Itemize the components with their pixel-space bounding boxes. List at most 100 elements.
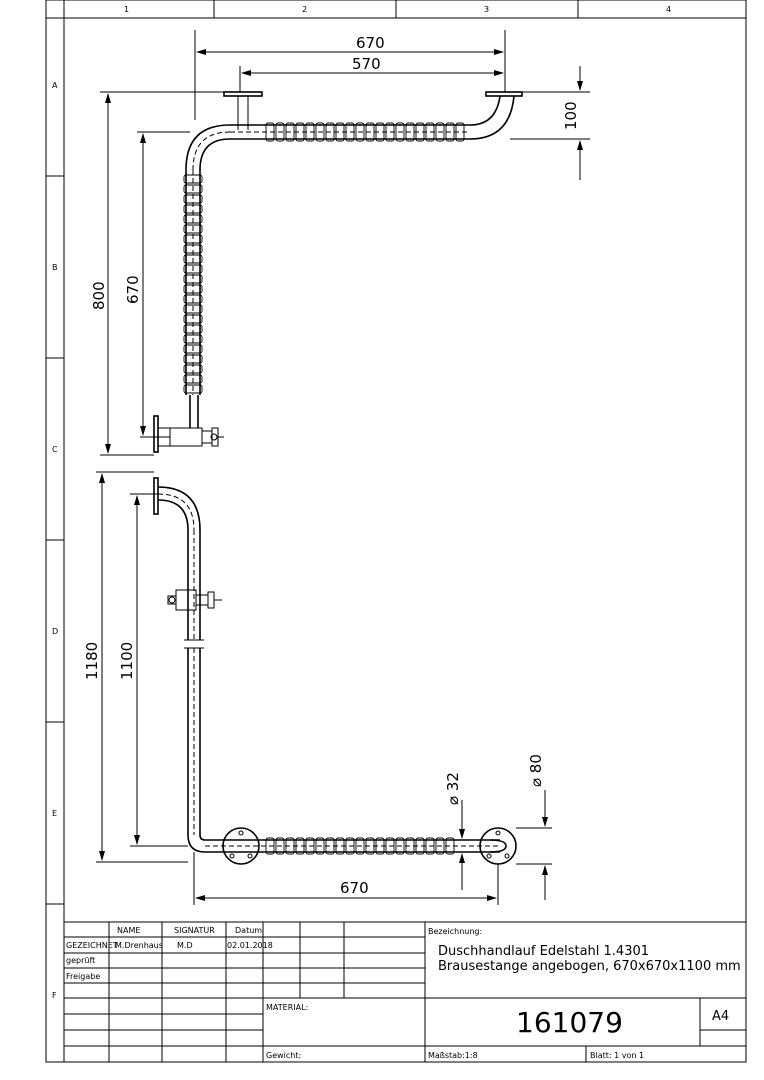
grip-ring bbox=[375, 837, 385, 855]
grip-ring bbox=[385, 837, 395, 855]
grip-ring bbox=[183, 284, 203, 294]
top-dim-flange-offset: 100 bbox=[562, 101, 580, 130]
grip-ring bbox=[315, 122, 325, 142]
designation-line-2: Brausestange angebogen, 670x670x1100 mm bbox=[438, 959, 741, 974]
grip-ring bbox=[315, 837, 325, 855]
title-block bbox=[63, 921, 747, 1063]
grip-ring bbox=[275, 122, 285, 142]
designation-label: Bezeichnung: bbox=[428, 927, 482, 936]
bottom-dim-flange-diameter: ⌀ 80 bbox=[527, 754, 545, 787]
grip-ring bbox=[183, 184, 203, 194]
grip-ring bbox=[183, 354, 203, 364]
top-rail-vertical-grip-rings bbox=[183, 174, 203, 394]
grip-ring bbox=[415, 122, 425, 142]
bottom-dim-height-inner: 1100 bbox=[118, 642, 136, 680]
weight-label: Gewicht: bbox=[266, 1051, 301, 1060]
grip-ring bbox=[183, 174, 203, 184]
drawn-label: GEZEICHNET bbox=[66, 941, 118, 950]
column-label-1: 1 bbox=[124, 5, 129, 14]
grip-ring bbox=[183, 274, 203, 284]
header-date: Datum bbox=[235, 926, 262, 935]
grip-ring bbox=[183, 364, 203, 374]
grip-ring bbox=[183, 294, 203, 304]
column-label-3: 3 bbox=[484, 5, 489, 14]
grip-ring bbox=[335, 837, 345, 855]
material-label: MATERIAL: bbox=[266, 1003, 308, 1012]
grip-ring bbox=[355, 122, 365, 142]
row-labels: A B C D E F bbox=[52, 81, 58, 1000]
grip-ring bbox=[183, 344, 203, 354]
part-number: 161079 bbox=[516, 1006, 623, 1039]
designation-line-1: Duschhandlauf Edelstahl 1.4301 bbox=[438, 944, 649, 959]
grip-ring bbox=[183, 334, 203, 344]
grip-ring bbox=[183, 314, 203, 324]
top-view-rail bbox=[153, 91, 523, 453]
row-label-c: C bbox=[52, 445, 58, 454]
sheet-size: A4 bbox=[712, 1009, 729, 1024]
grip-ring bbox=[375, 122, 385, 142]
grip-ring bbox=[435, 837, 445, 855]
grip-ring bbox=[345, 122, 355, 142]
grip-ring bbox=[265, 122, 275, 142]
top-view-dimensions bbox=[100, 30, 590, 456]
scale-label: Maßstab:1:8 bbox=[428, 1051, 478, 1060]
grip-ring bbox=[445, 122, 455, 142]
grip-ring bbox=[455, 122, 465, 142]
top-dim-width-overall: 670 bbox=[356, 34, 385, 52]
grip-ring bbox=[183, 254, 203, 264]
grip-ring bbox=[295, 122, 305, 142]
grip-ring bbox=[265, 837, 275, 855]
grip-ring bbox=[285, 122, 295, 142]
drawn-name: M.Drenhaus bbox=[115, 941, 163, 950]
grip-ring bbox=[285, 837, 295, 855]
drawn-date: 02.01.2018 bbox=[227, 941, 273, 950]
grip-ring bbox=[395, 122, 405, 142]
grip-ring bbox=[335, 122, 345, 142]
grip-ring bbox=[385, 122, 395, 142]
drawing-frame bbox=[45, 0, 747, 1063]
column-label-4: 4 bbox=[666, 5, 671, 14]
bottom-dim-height-overall: 1180 bbox=[83, 642, 101, 680]
grip-ring bbox=[183, 194, 203, 204]
top-dim-height-overall: 800 bbox=[90, 281, 108, 310]
grip-ring bbox=[275, 837, 285, 855]
row-label-f: F bbox=[52, 991, 57, 1000]
grip-ring bbox=[405, 122, 415, 142]
bottom-view-dimensions bbox=[96, 471, 552, 905]
checked-label: geprüft bbox=[66, 956, 95, 965]
header-signature: SIGNATUR bbox=[174, 926, 215, 935]
drawn-signature: M.D bbox=[177, 941, 193, 950]
grip-ring bbox=[325, 837, 335, 855]
grip-ring bbox=[183, 264, 203, 274]
grip-ring bbox=[183, 384, 203, 394]
row-label-a: A bbox=[52, 81, 58, 90]
grip-ring bbox=[183, 304, 203, 314]
release-label: Freigabe bbox=[66, 972, 100, 981]
grip-ring bbox=[183, 374, 203, 384]
top-rail-grip-rings bbox=[265, 122, 465, 142]
row-label-e: E bbox=[52, 809, 57, 818]
grip-ring bbox=[305, 837, 315, 855]
bottom-dim-tube-diameter: ⌀ 32 bbox=[444, 772, 462, 805]
header-name: NAME bbox=[117, 926, 140, 935]
grip-ring bbox=[345, 837, 355, 855]
grip-ring bbox=[183, 244, 203, 254]
column-labels: 1 2 3 4 bbox=[124, 5, 671, 14]
column-label-2: 2 bbox=[302, 5, 307, 14]
grip-ring bbox=[405, 837, 415, 855]
grip-ring bbox=[295, 837, 305, 855]
grip-ring bbox=[445, 837, 455, 855]
grip-ring bbox=[395, 837, 405, 855]
grip-ring bbox=[365, 837, 375, 855]
grip-ring bbox=[355, 837, 365, 855]
sheet-label: Blatt: 1 von 1 bbox=[590, 1051, 644, 1060]
grip-ring bbox=[183, 234, 203, 244]
grip-ring bbox=[183, 214, 203, 224]
row-label-d: D bbox=[52, 627, 58, 636]
grip-ring bbox=[365, 122, 375, 142]
bottom-rail-grip-rings bbox=[265, 837, 455, 855]
top-dim-width-inner: 570 bbox=[352, 55, 381, 73]
grip-ring bbox=[325, 122, 335, 142]
grip-ring bbox=[183, 324, 203, 334]
